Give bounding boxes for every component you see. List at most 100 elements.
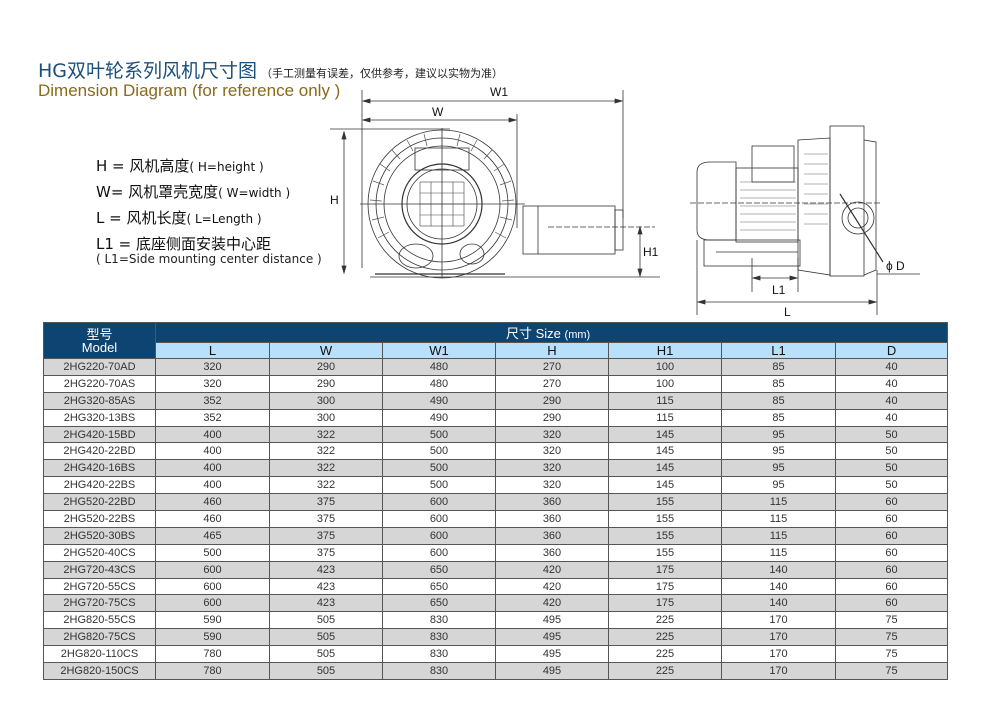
value-cell-l: 780 [155,662,270,680]
value-cell-w: 322 [269,425,383,444]
value-cell-h: 320 [495,425,609,444]
value-cell-w1: 600 [382,526,496,545]
value-cell-l1: 170 [721,662,836,680]
value-cell-h1: 175 [608,560,722,579]
value-cell-w: 300 [269,408,383,427]
title-note: （手工测量有误差，仅供参考，建议以实物为准） [261,67,504,80]
value-cell-w1: 830 [382,611,496,630]
value-cell-l1: 140 [721,560,836,579]
value-cell-l1: 170 [721,611,836,630]
model-cell: 2HG420-16BS [43,459,156,478]
value-cell-w: 423 [269,560,383,579]
value-cell-h1: 225 [608,611,722,630]
model-cell: 2HG420-15BD [43,425,156,444]
value-cell-h1: 225 [608,628,722,647]
column-header-h1: H1 [608,342,722,359]
value-cell-d: 50 [834,442,949,461]
value-cell-w1: 490 [382,391,496,410]
value-cell-d: 40 [834,358,949,376]
value-cell-h1: 145 [608,476,722,495]
value-cell-h1: 155 [608,510,722,528]
model-cell: 2HG520-22BS [43,510,156,528]
model-cell: 2HG420-22BS [43,476,156,495]
value-cell-w: 375 [269,510,383,528]
value-cell-l1: 85 [721,358,836,376]
value-cell-l: 460 [155,510,270,528]
value-cell-h: 495 [495,611,609,630]
value-cell-d: 75 [834,628,949,647]
value-cell-l: 320 [155,374,270,393]
value-cell-d: 50 [834,459,949,478]
value-cell-w1: 490 [382,408,496,427]
value-cell-h1: 225 [608,662,722,680]
value-cell-l: 590 [155,628,270,647]
value-cell-w1: 650 [382,577,496,596]
value-cell-l: 590 [155,611,270,630]
value-cell-h1: 115 [608,391,722,410]
value-cell-l: 320 [155,358,270,376]
model-cell: 2HG720-75CS [43,594,156,613]
column-header-h: H [495,342,609,359]
dim-label-l: L [784,305,791,319]
value-cell-h1: 225 [608,645,722,664]
dim-label-h1: H1 [643,245,659,259]
value-cell-l: 600 [155,560,270,579]
value-cell-w: 375 [269,526,383,545]
value-cell-d: 60 [834,510,949,528]
value-cell-l1: 115 [721,543,836,562]
column-header-l: L [155,342,270,359]
front-view-drawing: W1 W H H1 [330,85,660,279]
value-cell-l: 600 [155,594,270,613]
value-cell-d: 75 [834,645,949,664]
value-cell-w1: 830 [382,662,496,680]
value-cell-w1: 830 [382,645,496,664]
value-cell-l1: 95 [721,442,836,461]
column-header-w: W [269,342,383,359]
value-cell-h: 420 [495,594,609,613]
column-header-w1: W1 [382,342,496,359]
value-cell-l: 400 [155,425,270,444]
legend-l-cn: L = 风机长度 [96,209,187,227]
dimension-table: 型号 Model 尺寸 Size (mm) L W W1 H H1 L1 D 2… [43,322,949,680]
value-cell-l: 352 [155,408,270,427]
value-cell-l: 600 [155,577,270,596]
value-cell-h1: 155 [608,493,722,512]
value-cell-h1: 115 [608,408,722,427]
value-cell-d: 40 [834,408,949,427]
value-cell-d: 60 [834,493,949,512]
value-cell-d: 50 [834,425,949,444]
value-cell-l: 400 [155,476,270,495]
column-header-d: D [834,342,949,359]
model-header: 型号 Model [43,322,156,359]
value-cell-h: 420 [495,577,609,596]
value-cell-w: 505 [269,611,383,630]
dim-label-l1: L1 [772,283,786,297]
value-cell-h: 360 [495,510,609,528]
value-cell-l1: 95 [721,425,836,444]
model-cell: 2HG520-30BS [43,526,156,545]
value-cell-h: 360 [495,526,609,545]
size-header-unit: (mm) [564,329,591,341]
value-cell-h: 320 [495,476,609,495]
side-view-diagram: L1 L ϕ D [680,110,930,320]
model-cell: 2HG520-22BD [43,493,156,512]
value-cell-l1: 85 [721,408,836,427]
page-title: HG双叶轮系列风机尺寸图（手工测量有误差，仅供参考，建议以实物为准） [38,56,503,83]
value-cell-w1: 480 [382,358,496,376]
dim-label-w1: W1 [490,85,508,99]
value-cell-w1: 500 [382,459,496,478]
legend-l-en: ( L=Length ) [186,212,262,226]
value-cell-w1: 480 [382,374,496,393]
value-cell-l: 352 [155,391,270,410]
model-cell: 2HG820-75CS [43,628,156,647]
value-cell-l1: 85 [721,391,836,410]
model-cell: 2HG320-85AS [43,391,156,410]
